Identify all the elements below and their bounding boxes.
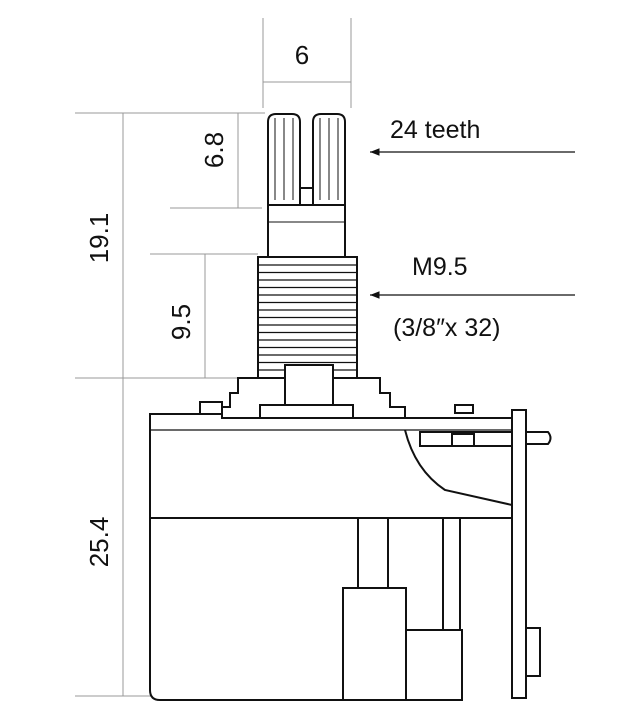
threaded-bushing xyxy=(257,256,358,380)
body-height-dimension: 25.4 xyxy=(75,377,240,697)
thread-size-label: M9.5 xyxy=(412,253,468,281)
thread-callout: M9.5 (3/8″x 32) xyxy=(370,253,575,342)
teeth-label: 24 teeth xyxy=(390,116,480,144)
terminal-lug xyxy=(419,409,552,699)
thread-length-label: 9.5 xyxy=(166,304,196,340)
thread-length-dimension: 9.5 xyxy=(150,253,258,378)
bushing-threads xyxy=(259,264,356,371)
body-height-label: 25.4 xyxy=(84,517,114,568)
thread-spec-label: (3/8″x 32) xyxy=(393,314,501,342)
knurled-shaft xyxy=(267,113,346,207)
teeth-callout: 24 teeth xyxy=(370,116,575,156)
shaft-diameter-dimension: 6 xyxy=(262,18,352,108)
shaft-length-dimension: 19.1 xyxy=(75,112,265,378)
shaft-length-label: 19.1 xyxy=(84,213,114,264)
knurl-length-dimension: 6.8 xyxy=(170,113,262,209)
knurl-length-label: 6.8 xyxy=(199,132,229,168)
pot-case xyxy=(149,413,513,701)
shaft-neck xyxy=(267,204,346,258)
shaft-diameter-label: 6 xyxy=(295,40,309,70)
